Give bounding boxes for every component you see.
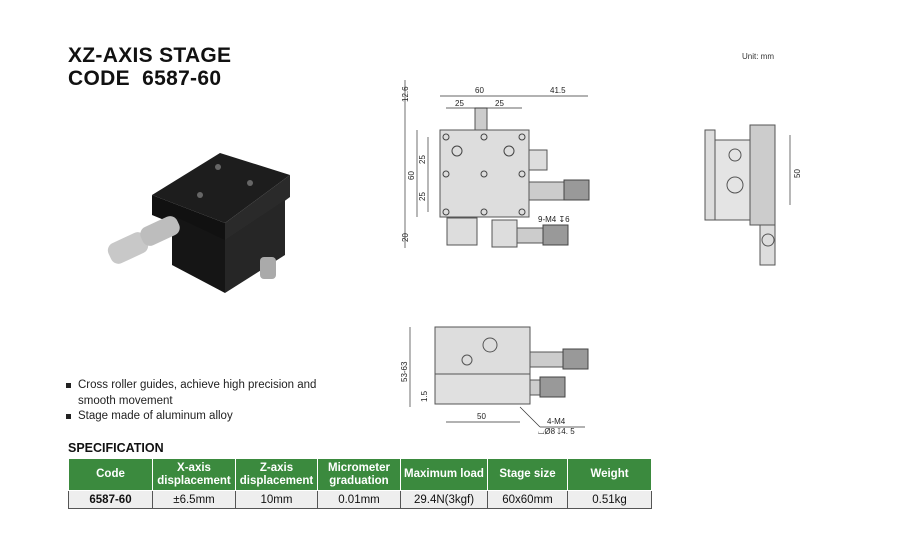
product-photo <box>107 153 290 293</box>
dim-12-6: 12.6 <box>401 86 410 102</box>
dim-25: 25 <box>495 99 504 108</box>
cell-stage-size: 60x60mm <box>487 490 568 509</box>
cell-weight: 0.51kg <box>567 490 652 509</box>
cell-micrometer: 0.01mm <box>317 490 401 509</box>
dim-20: 20 <box>401 233 410 242</box>
dim-53-63: 53-63 <box>400 361 409 382</box>
dim-1-5: 1.5 <box>420 390 429 402</box>
dim-60-top: 60 <box>475 86 484 95</box>
col-x-axis: X-axis displacement <box>152 458 236 491</box>
feature-item: Stage made of aluminum alloy <box>66 409 336 425</box>
col-max-load: Maximum load <box>400 458 488 491</box>
front-view-drawing: 60 25 25 41.5 12.6 25 60 25 20 9-M4 ↧6 <box>401 80 590 248</box>
side-view-drawing: 50 <box>704 124 802 266</box>
specification-table: Code X-axis displacement Z-axis displace… <box>68 458 652 509</box>
title-line-1: XZ-AXIS STAGE <box>68 44 232 67</box>
feature-item: Cross roller guides, achieve high precis… <box>66 378 336 409</box>
dim-50: 50 <box>477 412 486 421</box>
dim-25: 25 <box>418 155 427 164</box>
col-z-axis: Z-axis displacement <box>235 458 318 491</box>
counterbore-note: ⌴Ø8 ↧4. 5 <box>538 427 575 436</box>
dim-41-5: 41.5 <box>550 86 566 95</box>
title-line-2: CODE 6587-60 <box>68 67 222 90</box>
dim-25: 25 <box>418 192 427 201</box>
product-title: XZ-AXIS STAGE CODE 6587-60 <box>68 44 231 90</box>
unit-label: Unit: mm <box>742 52 774 61</box>
thread-note: 9-M4 ↧6 <box>538 215 570 224</box>
col-code: Code <box>68 458 153 491</box>
feature-list: Cross roller guides, achieve high precis… <box>66 378 336 425</box>
specification-heading: SPECIFICATION <box>68 441 164 455</box>
bottom-view-drawing: 53-63 1.5 50 4-M4 ⌴Ø8 ↧4. 5 <box>400 326 589 436</box>
thread-note: 4-M4 <box>547 417 566 426</box>
cell-x-axis: ±6.5mm <box>152 490 236 509</box>
dim-25: 25 <box>455 99 464 108</box>
cell-code: 6587-60 <box>68 490 153 509</box>
dim-60-left: 60 <box>407 171 416 180</box>
table-row: 6587-60 ±6.5mm 10mm 0.01mm 29.4N(3kgf) 6… <box>68 490 652 509</box>
dim-50: 50 <box>793 169 802 178</box>
cell-z-axis: 10mm <box>235 490 318 509</box>
col-stage-size: Stage size <box>487 458 568 491</box>
col-weight: Weight <box>567 458 652 491</box>
cell-max-load: 29.4N(3kgf) <box>400 490 488 509</box>
table-header-row: Code X-axis displacement Z-axis displace… <box>68 458 652 491</box>
col-micrometer: Micrometer graduation <box>317 458 401 491</box>
